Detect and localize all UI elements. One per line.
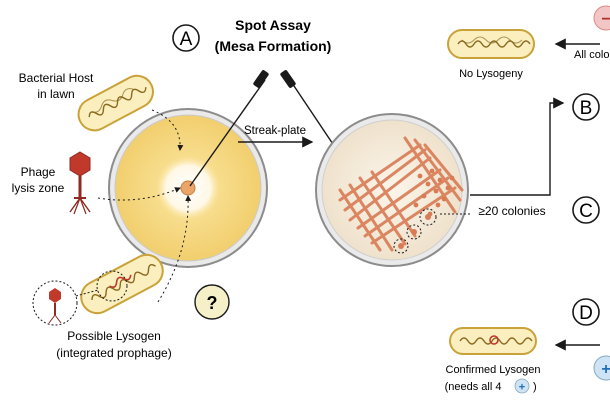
bacterium-icon-host bbox=[77, 74, 154, 132]
confirmed-label-line1: Confirmed Lysogen bbox=[446, 364, 541, 376]
plus-symbol-badge: + bbox=[601, 361, 610, 378]
streak-label: Streak-plate bbox=[244, 125, 306, 137]
lysogen-label-line2: (integrated prophage) bbox=[56, 346, 171, 360]
panel-b-badge: B bbox=[572, 93, 600, 121]
streak-lines bbox=[338, 136, 464, 252]
streak-plate bbox=[315, 113, 469, 267]
prophage-marker bbox=[489, 335, 499, 345]
all-colonies-label: All colo bbox=[574, 49, 609, 61]
bacterium-icon-no-lysogeny bbox=[447, 29, 535, 59]
title-line1: Spot Assay bbox=[235, 17, 311, 33]
panel-c-label: C bbox=[579, 201, 593, 222]
plus-inline-symbol: + bbox=[519, 382, 525, 394]
title-line2: (Mesa Formation) bbox=[215, 38, 332, 54]
phage-icon bbox=[69, 151, 91, 215]
no-lysogeny-label: No Lysogeny bbox=[459, 68, 523, 80]
question-icon: ? bbox=[194, 284, 230, 320]
panel-d-badge: D bbox=[572, 298, 600, 326]
colonies-label: ≥20 colonies bbox=[478, 204, 545, 218]
lysogen-label-line1: Possible Lysogen bbox=[67, 329, 161, 343]
panel-b-label: B bbox=[580, 98, 593, 119]
phage-label-line1: Phage bbox=[21, 165, 56, 179]
lysogen-pointer bbox=[157, 195, 192, 303]
minus-badge-icon: − bbox=[593, 5, 610, 31]
panel-a-badge: A bbox=[172, 24, 200, 52]
pipette-icon bbox=[189, 70, 269, 187]
host-label-line2: in lawn bbox=[37, 87, 74, 101]
colony-dots bbox=[413, 168, 455, 217]
phage-label-line2: lysis zone bbox=[12, 181, 65, 195]
bacterium-icon-confirmed bbox=[449, 327, 537, 355]
panel-d-label: D bbox=[579, 303, 593, 324]
question-mark: ? bbox=[207, 293, 218, 313]
bacterium-icon-lysogen bbox=[80, 253, 164, 315]
panel-c-badge: C bbox=[572, 196, 600, 224]
minus-symbol: − bbox=[601, 11, 610, 28]
plus-inline-icon: + bbox=[514, 378, 530, 394]
lawn-plate bbox=[108, 108, 268, 268]
host-label-line1: Bacterial Host bbox=[19, 71, 94, 85]
to-b-arrow-icon bbox=[470, 97, 565, 196]
confirmed-label-line2-suffix: ) bbox=[533, 381, 537, 393]
panel-a-label: A bbox=[180, 29, 193, 50]
isolated-colonies bbox=[393, 208, 437, 254]
plus-badge-icon: + bbox=[593, 355, 610, 381]
lysogen-group bbox=[32, 253, 164, 326]
phage-pointer bbox=[97, 187, 181, 201]
confirmed-label-line2-prefix: (needs all 4 bbox=[445, 381, 502, 393]
phage-icon-small bbox=[48, 288, 62, 324]
